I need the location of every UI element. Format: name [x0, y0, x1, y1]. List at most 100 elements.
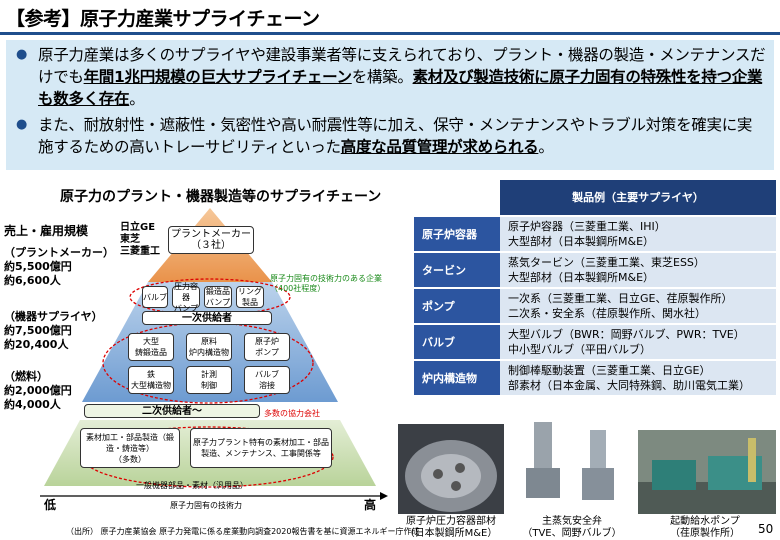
row2-box-5: 計測 制御: [186, 366, 232, 394]
table-row: ポンプ 一次系（三菱重工業、日立GE、荏原製作所） 二次系・安全系（荏原製作所、関…: [414, 288, 776, 325]
bottom-box-1: 素材加工・部品製造（鍛造・鋳造等） （多数）: [80, 428, 180, 468]
safety-valve-photo: [516, 416, 628, 514]
tier-1-name: （プラントメーカー）: [4, 246, 114, 259]
table-val-line: 中小型バルブ（平田バルブ）: [508, 343, 651, 356]
page-title: 【参考】原子力産業サプライチェーン: [6, 8, 320, 30]
plant-maker-count: （３社）: [191, 240, 231, 251]
table-cat: タービン: [414, 252, 500, 289]
table-row: 炉内構造物 制御棒駆動装置（三菱重工業、日立GE） 部素材（日本金属、大同特殊鋼、…: [414, 360, 776, 397]
special-ellipse-1: [129, 278, 291, 316]
table-val: 大型バルブ（BWR：岡野バルブ、PWR：TVE） 中小型バルブ（平田バルブ）: [500, 324, 776, 361]
row1-box-1: バルブ: [142, 286, 168, 308]
maker-2: 東芝: [120, 234, 140, 245]
bullet-2-t2: 。: [538, 138, 554, 156]
table-header: 製品例（主要サプライヤ）: [500, 180, 776, 217]
tier-3-jobs: 約4,000人: [4, 398, 61, 411]
tier-3-sales: 約2,000億円: [4, 384, 72, 397]
plant-maker-box: プラントメーカー （３社）: [168, 226, 254, 254]
table-header-row: 製品例（主要サプライヤ）: [414, 180, 776, 217]
photo-caption-3-line-1: 起動給水ポンプ: [670, 516, 740, 527]
pyramid-title: 原子力のプラント・機器製造等のサプライチェーン: [60, 189, 382, 205]
pressure-vessel-photo: [398, 424, 504, 514]
left-header: 売上・雇用規模: [4, 224, 89, 238]
bullet-2-u1: 高度な品質管理が求められる: [340, 138, 539, 156]
summary-box: ● 原子力産業は多くのサプライヤや建設事業者等に支えられており、プラント・機器の…: [6, 40, 774, 170]
page-number: 50: [758, 522, 774, 536]
table-row: 原子炉容器 原子炉容器（三菱重工業、IHI） 大型部材（日本製鋼所M&E）: [414, 216, 776, 253]
photo-caption-1: 原子炉圧力容器部材（日本製鋼所M&E）: [388, 516, 514, 540]
table-val-line: 大型バルブ（BWR：岡野バルブ、PWR：TVE）: [508, 328, 745, 341]
bullet-2: ● また、耐放射性・遮蔽性・気密性や高い耐震性等に加え、保守・メンテナンスやトラ…: [16, 114, 766, 158]
table-val-line: 原子炉容器（三菱重工業、IHI）: [508, 220, 666, 233]
special-ellipse-2: [102, 322, 314, 404]
row2-box-2: 原料 炉内構造物: [186, 333, 232, 361]
table-header-blank: [414, 180, 500, 217]
maker-list: 日立GE 東芝 三菱重工: [120, 222, 160, 258]
secondary-note: 多数の協力会社: [264, 409, 320, 418]
tier-2-label: （機器サプライヤ） 約7,500億円 約20,400人: [4, 310, 103, 352]
maker-3: 三菱重工: [120, 246, 160, 257]
special-note: 原子力固有の技術力のある企業 （400社程度）: [270, 274, 382, 293]
photo-caption-1-line-2: （日本製鋼所M&E）: [404, 528, 498, 539]
row2-box-1: 大型 鋳鍛造品: [128, 333, 174, 361]
table-val-line: 大型部材（日本製鋼所M&E）: [508, 235, 655, 248]
axis-low: 低: [44, 498, 57, 512]
table-cat: ポンプ: [414, 288, 500, 325]
axis-label: 原子力固有の技術力: [170, 501, 242, 510]
table-val-line: 大型部材（日本製鋼所M&E）: [508, 271, 655, 284]
bullet-1-text: 原子力産業は多くのサプライヤや建設事業者等に支えられており、プラント・機器の製造…: [38, 44, 766, 110]
row1-box-2: 圧力容器 バンプ: [172, 282, 200, 313]
photo-caption-2-line-1: 主蒸気安全弁: [542, 516, 602, 527]
tier-2-jobs: 約20,400人: [4, 338, 69, 351]
photo-caption-3: 起動給水ポンプ（荏原製作所）: [650, 516, 760, 540]
bullet-2-t1: また、耐放射性・遮蔽性・気密性や高い耐震性等に加え、保守・メンテナンスやトラブル…: [38, 116, 753, 156]
table-val-line: 制御棒駆動装置（三菱重工業、日立GE）: [508, 364, 711, 377]
table-val: 蒸気タービン（三菱重工業、東芝ESS） 大型部材（日本製鋼所M&E）: [500, 252, 776, 289]
tier-3-label: （燃料） 約2,000億円 約4,000人: [4, 370, 72, 412]
table-val-line: 二次系・安全系（荏原製作所、関水社）: [508, 307, 706, 320]
table-val: 原子炉容器（三菱重工業、IHI） 大型部材（日本製鋼所M&E）: [500, 216, 776, 253]
table-val: 制御棒駆動装置（三菱重工業、日立GE） 部素材（日本金属、大同特殊鋼、助川電気工業…: [500, 360, 776, 397]
bullet-dot-icon: ●: [16, 47, 28, 62]
feedwater-pump-photo: [638, 430, 776, 514]
maker-1: 日立GE: [120, 222, 156, 233]
bullet-1: ● 原子力産業は多くのサプライヤや建設事業者等に支えられており、プラント・機器の…: [16, 44, 766, 110]
bottom-note: 一般機器部品・素材（汎用品）: [136, 481, 248, 490]
table-cat: バルブ: [414, 324, 500, 361]
supplier-table: 製品例（主要サプライヤ） 原子炉容器 原子炉容器（三菱重工業、IHI） 大型部材（…: [414, 180, 776, 397]
bottom-box-2: 原子力プラント特有の素材加工・部品 製造、メンテナンス、工事関係等: [190, 428, 332, 468]
bullet-1-u1: 年間1兆円規模の巨大サプライチェーン: [83, 68, 352, 86]
table-val-line: 部素材（日本金属、大同特殊鋼、助川電気工業）: [508, 379, 750, 392]
bullet-2-text: また、耐放射性・遮蔽性・気密性や高い耐震性等に加え、保守・メンテナンスやトラブル…: [38, 114, 766, 158]
row2-box-3: 原子炉 ポンプ: [244, 333, 290, 361]
table-val-line: 一次系（三菱重工業、日立GE、荏原製作所）: [508, 292, 733, 305]
table-val-line: 蒸気タービン（三菱重工業、東芝ESS）: [508, 256, 705, 269]
tier-1-jobs: 約6,600人: [4, 274, 61, 287]
row2-box-4: 鉄 大型構造物: [128, 366, 174, 394]
tier-2-name: （機器サプライヤ）: [4, 310, 103, 323]
source-note: （出所） 原子力産業協会 原子力発電に係る産業動向調査2020報告書を基に資源エ…: [66, 527, 420, 536]
axis-arrow-icon: [380, 492, 388, 500]
photo-caption-2-line-2: （TVE、岡野バルブ）: [522, 528, 622, 539]
table-cat: 炉内構造物: [414, 360, 500, 397]
row2-box-6: バルブ 溶接: [244, 366, 290, 394]
plant-maker-label: プラントメーカー: [171, 229, 251, 240]
tier-1-sales: 約5,500億円: [4, 260, 72, 273]
bullet-1-t1: 原子力産業は多くのサプライヤや建設事業者等に支えられており、プラント・機器の製造…: [38, 46, 766, 86]
table-row: バルブ 大型バルブ（BWR：岡野バルブ、PWR：TVE） 中小型バルブ（平田バルブ…: [414, 324, 776, 361]
table-val: 一次系（三菱重工業、日立GE、荏原製作所） 二次系・安全系（荏原製作所、関水社）: [500, 288, 776, 325]
table-cat: 原子炉容器: [414, 216, 500, 253]
row1-box-3: 鍛造品 バンプ: [204, 286, 232, 308]
title-rule: [0, 32, 780, 35]
axis-high: 高: [364, 498, 377, 512]
bullet-1-t2: を構築。: [351, 68, 413, 86]
bullet-dot-icon: ●: [16, 117, 28, 132]
bullet-1-u2: 素材及び製造技術に原子力固有の特殊性を持つ企業も数多く存在: [38, 68, 763, 108]
photo-caption-2: 主蒸気安全弁（TVE、岡野バルブ）: [516, 516, 628, 540]
photo-caption-3-line-2: （荏原製作所）: [670, 528, 740, 539]
primary-supplier-bar: 一次供給者: [142, 311, 272, 325]
photo-caption-1-line-1: 原子炉圧力容器部材: [406, 516, 496, 527]
bullet-1-t3: 。: [129, 90, 145, 108]
table-row: タービン 蒸気タービン（三菱重工業、東芝ESS） 大型部材（日本製鋼所M&E）: [414, 252, 776, 289]
tier-2-sales: 約7,500億円: [4, 324, 72, 337]
